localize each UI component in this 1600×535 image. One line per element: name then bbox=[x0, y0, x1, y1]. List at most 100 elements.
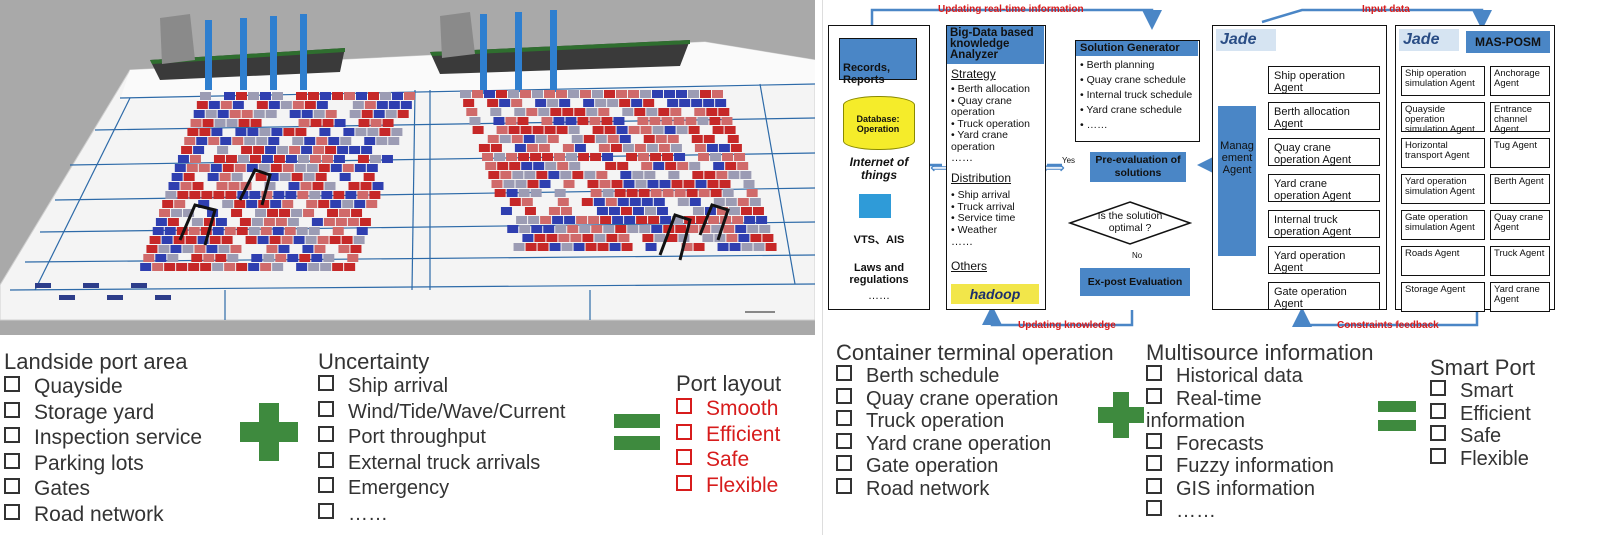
container-block bbox=[765, 243, 777, 251]
container-block bbox=[312, 182, 324, 190]
container-block bbox=[509, 162, 521, 170]
container-block bbox=[289, 146, 301, 154]
container-block bbox=[146, 245, 158, 253]
container-block bbox=[333, 191, 345, 199]
container-block bbox=[222, 164, 234, 172]
container-block bbox=[247, 128, 259, 136]
container-block bbox=[692, 207, 704, 215]
container-block bbox=[188, 227, 200, 235]
container-block bbox=[753, 243, 765, 251]
container-block bbox=[574, 108, 586, 116]
container-block bbox=[621, 243, 633, 251]
container-block bbox=[197, 236, 209, 244]
weather-icon bbox=[859, 194, 891, 218]
container-block bbox=[364, 137, 376, 145]
container-block bbox=[205, 110, 217, 118]
container-block bbox=[359, 218, 371, 226]
container-block bbox=[670, 108, 682, 116]
container-block bbox=[285, 191, 297, 199]
container-block bbox=[282, 164, 294, 172]
container-block bbox=[749, 198, 761, 206]
container-block bbox=[357, 191, 369, 199]
container-block bbox=[727, 135, 739, 143]
container-block bbox=[599, 180, 611, 188]
container-block bbox=[512, 171, 524, 179]
container-block bbox=[301, 110, 313, 118]
container-block bbox=[249, 155, 261, 163]
container-block bbox=[493, 117, 505, 125]
container-block bbox=[584, 171, 596, 179]
strategy-item: • Quay crane operation bbox=[951, 94, 1012, 118]
landside-item-label: Gates bbox=[34, 477, 91, 500]
container-block bbox=[683, 180, 695, 188]
container-block bbox=[332, 227, 344, 235]
container-block bbox=[651, 225, 663, 233]
container-block bbox=[678, 234, 690, 242]
container-block bbox=[314, 245, 326, 253]
container-block bbox=[234, 164, 246, 172]
checkbox-icon bbox=[1146, 500, 1162, 516]
port-simulation-view bbox=[0, 0, 815, 335]
container-block bbox=[349, 146, 361, 154]
landside-item-label: Quayside bbox=[34, 375, 123, 398]
solution-item: • Berth planning bbox=[1080, 59, 1155, 71]
container-block bbox=[650, 189, 662, 197]
container-block bbox=[182, 245, 194, 253]
container-block bbox=[316, 101, 328, 109]
container-block bbox=[652, 126, 664, 134]
container-block bbox=[650, 153, 662, 161]
container-block bbox=[674, 189, 686, 197]
label-updating-realtime: Updating real-time information bbox=[938, 4, 1084, 15]
container-block bbox=[541, 117, 553, 125]
container-block bbox=[656, 207, 668, 215]
container-block bbox=[392, 92, 403, 100]
checkbox-icon bbox=[318, 502, 334, 519]
container-block bbox=[695, 180, 707, 188]
container-block bbox=[740, 207, 752, 215]
container-block bbox=[201, 191, 213, 199]
solution-item: • …… bbox=[1080, 119, 1108, 131]
container-block bbox=[566, 153, 578, 161]
container-block bbox=[298, 119, 310, 127]
container-block bbox=[604, 126, 616, 134]
container-block bbox=[255, 173, 267, 181]
container-block bbox=[524, 171, 536, 179]
container-block bbox=[681, 243, 693, 251]
container-block bbox=[607, 135, 619, 143]
container-block bbox=[218, 245, 230, 253]
container-block bbox=[164, 263, 176, 271]
container-block bbox=[212, 263, 224, 271]
equals-icon bbox=[614, 414, 660, 450]
container-block bbox=[737, 162, 749, 170]
label-constraints-feedback: Constraints feedback bbox=[1337, 320, 1439, 331]
container-block bbox=[702, 234, 714, 242]
container-block bbox=[673, 117, 685, 125]
container-block bbox=[217, 146, 229, 154]
container-block bbox=[251, 218, 263, 226]
container-block bbox=[318, 164, 330, 172]
container-block bbox=[597, 243, 609, 251]
container-block bbox=[344, 92, 355, 100]
container-block bbox=[544, 126, 556, 134]
container-block bbox=[704, 171, 716, 179]
management-agent: Management Agent bbox=[1218, 106, 1256, 256]
layout-item: Safe bbox=[676, 447, 781, 473]
container-block bbox=[708, 216, 720, 224]
container-block bbox=[330, 164, 342, 172]
container-block bbox=[353, 236, 365, 244]
container-block bbox=[698, 189, 710, 197]
vts-label: VTS、AIS bbox=[853, 234, 905, 246]
container-block bbox=[634, 108, 646, 116]
container-block bbox=[671, 180, 683, 188]
container-block bbox=[665, 162, 677, 170]
container-block bbox=[220, 101, 232, 109]
container-block bbox=[521, 162, 533, 170]
container-block bbox=[208, 137, 220, 145]
port-3d-scene bbox=[0, 10, 815, 321]
solution-item: • Internal truck schedule bbox=[1080, 89, 1193, 101]
container-block bbox=[555, 225, 567, 233]
container-block bbox=[176, 263, 188, 271]
uncertainty-item: Emergency bbox=[318, 476, 565, 502]
solution-generator-box: Solution Generator • Berth planning• Qua… bbox=[1075, 40, 1200, 142]
